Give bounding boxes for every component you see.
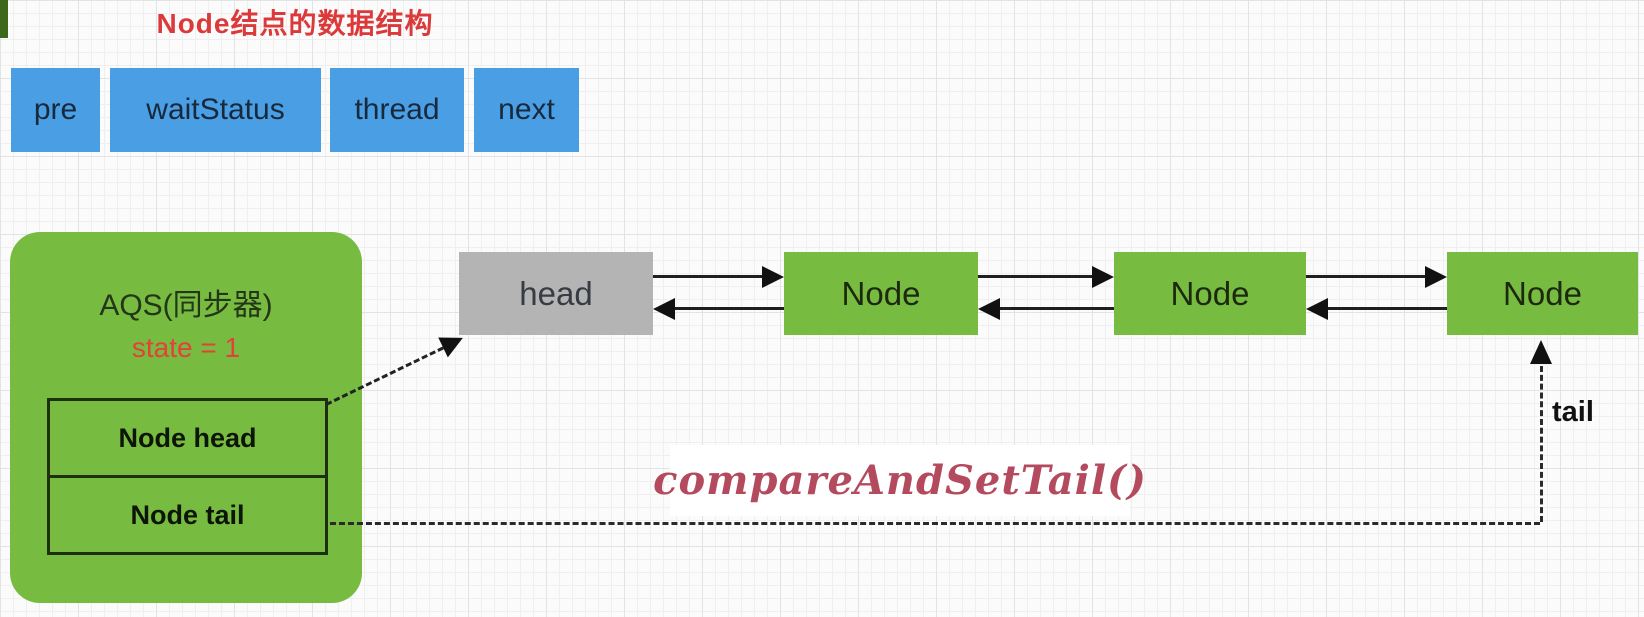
next-arrow-head-3-icon	[1425, 266, 1447, 288]
node-box-2: Node	[1114, 252, 1306, 335]
prev-arrow-head-1-icon	[653, 298, 675, 320]
field-cell-pre: pre	[11, 68, 100, 152]
aqs-state-value: state = 1	[131, 332, 241, 363]
tail-label: tail	[1552, 395, 1594, 428]
node-box-1: Node	[784, 252, 978, 335]
annotation-text: compareAndSetTail()	[653, 457, 1147, 504]
prev-arrow-shaft-1	[673, 307, 784, 310]
aqs-box	[10, 232, 362, 603]
prev-arrow-head-3-icon	[1306, 298, 1328, 320]
diagram-title: Node结点的数据结构	[156, 8, 434, 39]
aqs-slot-node-tail: Node tail	[50, 475, 325, 552]
prev-arrow-shaft-3	[1326, 307, 1447, 310]
aqs-slots: Node head Node tail	[47, 398, 328, 555]
head-box: head	[459, 252, 653, 335]
next-arrow-shaft-1	[653, 275, 764, 278]
prev-arrow-head-2-icon	[978, 298, 1000, 320]
prev-arrow-shaft-2	[998, 307, 1114, 310]
clipped-shape-sliver	[0, 0, 8, 38]
next-arrow-head-1-icon	[762, 266, 784, 288]
node-box-3: Node	[1447, 252, 1638, 335]
tail-reference-dashed-vertical	[1540, 366, 1543, 522]
tail-reference-dashed-horizontal	[330, 522, 1540, 525]
aqs-title: AQS(同步器)	[99, 289, 273, 322]
next-arrow-shaft-3	[1306, 275, 1427, 278]
tail-reference-arrow-head-icon	[1530, 340, 1552, 364]
aqs-slot-node-head: Node head	[118, 422, 257, 453]
field-cell-waitstatus: waitStatus	[110, 68, 321, 152]
field-cell-next: next	[474, 68, 579, 152]
annotation-panel: compareAndSetTail()	[653, 445, 1146, 516]
field-cell-thread: thread	[330, 68, 464, 152]
next-arrow-head-2-icon	[1092, 266, 1114, 288]
next-arrow-shaft-2	[978, 275, 1094, 278]
